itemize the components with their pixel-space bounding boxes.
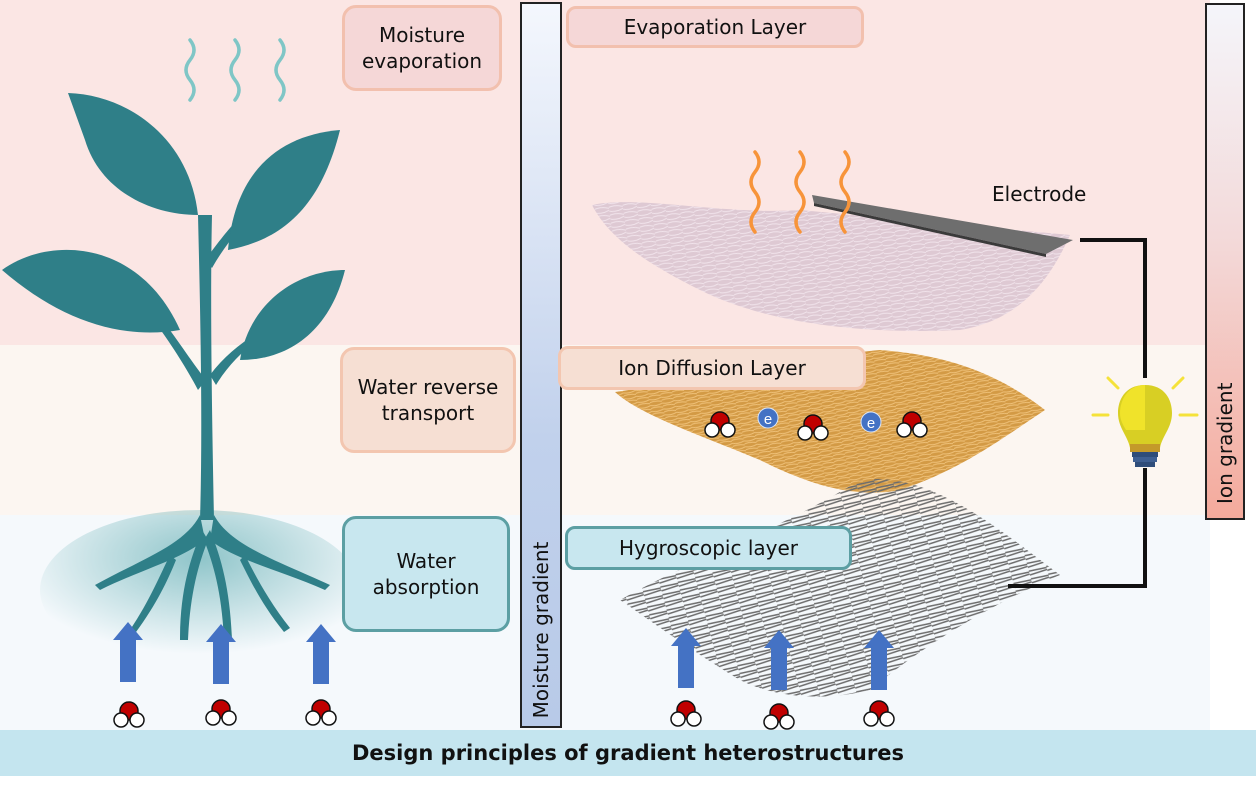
label-moisture-evaporation: Moisture evaporation — [342, 5, 502, 91]
root — [180, 530, 208, 640]
ion-gradient-label: Ion gradient — [1213, 382, 1237, 504]
vapor-waves-right — [749, 150, 851, 234]
leaf — [228, 130, 340, 250]
vapor-wave — [274, 38, 286, 102]
up-arrow-icon — [113, 622, 143, 682]
vapor-wave — [794, 150, 806, 234]
water-molecules-right — [670, 700, 895, 730]
vapor-wave — [839, 150, 851, 234]
label-water-absorption: Water absorption — [342, 516, 510, 632]
electron-icon — [757, 407, 779, 429]
water-molecule-icon — [896, 411, 928, 438]
circuit-wire — [1008, 238, 1147, 588]
water-molecule-icon — [704, 411, 736, 438]
water-molecule-icon — [113, 701, 145, 728]
leaf — [68, 93, 198, 215]
electron-icons: e e — [757, 407, 882, 433]
electron-label: e — [764, 411, 772, 428]
vapor-wave — [229, 38, 241, 102]
up-arrow-icon — [671, 628, 701, 688]
label-hygroscopic-layer: Hygroscopic layer — [565, 526, 852, 570]
leaf — [240, 270, 345, 360]
root-glow — [40, 510, 360, 670]
root — [95, 515, 205, 590]
root — [210, 515, 330, 590]
water-molecule-icon — [863, 700, 895, 727]
electron-label: e — [867, 415, 875, 432]
water-molecule-icon — [797, 414, 829, 441]
electron-icon — [860, 411, 882, 433]
label-evaporation-layer: Evaporation Layer — [566, 6, 864, 48]
vapor-wave — [184, 38, 196, 102]
evaporation-fiber-mat — [592, 202, 1070, 331]
moisture-gradient-label: Moisture gradient — [529, 541, 553, 719]
vapor-waves-left — [184, 38, 286, 102]
root — [240, 555, 290, 632]
water-molecules-left — [113, 699, 337, 728]
water-up-arrows-right — [671, 628, 894, 690]
water-molecule-icon — [763, 703, 795, 730]
water-up-arrows-left — [113, 622, 336, 684]
vapor-wave — [749, 150, 761, 234]
root — [204, 530, 232, 640]
label-ion-diffusion-layer: Ion Diffusion Layer — [558, 346, 866, 390]
leaf — [2, 249, 180, 333]
water-molecule-icon — [205, 699, 237, 726]
electrode-icon — [812, 195, 1073, 257]
ion-gradient-bar — [1205, 3, 1245, 520]
up-arrow-icon — [206, 624, 236, 684]
up-arrow-icon — [864, 630, 894, 690]
water-molecule-icon — [670, 700, 702, 727]
footer-title: Design principles of gradient heterostru… — [0, 730, 1256, 776]
label-water-reverse-transport: Water reverse transport — [340, 347, 516, 453]
ions-and-molecules — [704, 411, 928, 441]
root — [130, 555, 176, 632]
light-bulb-icon — [1091, 376, 1199, 467]
electrode-label: Electrode — [992, 182, 1087, 206]
water-molecule-icon — [305, 699, 337, 726]
up-arrow-icon — [306, 624, 336, 684]
hygroscopic-fiber-mat — [620, 478, 1060, 697]
plant-icon — [2, 93, 345, 640]
up-arrow-icon — [764, 630, 794, 690]
